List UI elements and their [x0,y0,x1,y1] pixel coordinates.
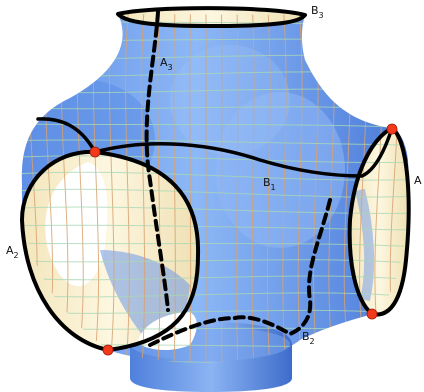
marker-bottom-left [102,344,114,356]
label-a: A [414,174,422,187]
mesh-line-horizontal [21,123,409,129]
mesh-line-horizontal [21,139,409,146]
boundary-a3-dashed [144,10,170,312]
top-opening [118,8,305,26]
mesh-line-vertical [21,14,23,363]
label-b2: B2 [302,330,315,346]
marker-right-top [386,123,398,135]
label-a3: A3 [160,56,173,72]
mesh-line-vertical [188,14,192,363]
mesh-line-vertical [155,14,161,363]
mesh-line-vertical [122,14,130,363]
mesh-line-vertical [139,14,146,363]
marker-right-bottom [366,308,378,320]
mesh-line-horizontal [21,259,409,265]
boundary-b2-dashed [148,198,332,347]
mesh-line-horizontal [21,188,409,198]
boundary-b3 [116,6,307,28]
label-b3: B3 [311,4,324,20]
mesh-line-horizontal [21,171,409,181]
mesh-line-horizontal [21,155,409,164]
mesh-line-horizontal [21,242,409,248]
corner-markers [89,123,398,356]
boundary-b1 [36,117,394,178]
mesh-line-horizontal [21,275,409,282]
label-a2: A2 [6,244,19,260]
label-b1: B1 [263,176,276,192]
marker-top-left [89,146,101,158]
mesh-line-vertical [220,14,223,363]
mesh-line-vertical [172,14,176,363]
curve-labels: B3 A3 B1 A A2 B2 [6,4,422,346]
mesh-line-horizontal [21,224,409,231]
boundary-curves [20,6,411,352]
mesh-line-horizontal [21,206,409,214]
